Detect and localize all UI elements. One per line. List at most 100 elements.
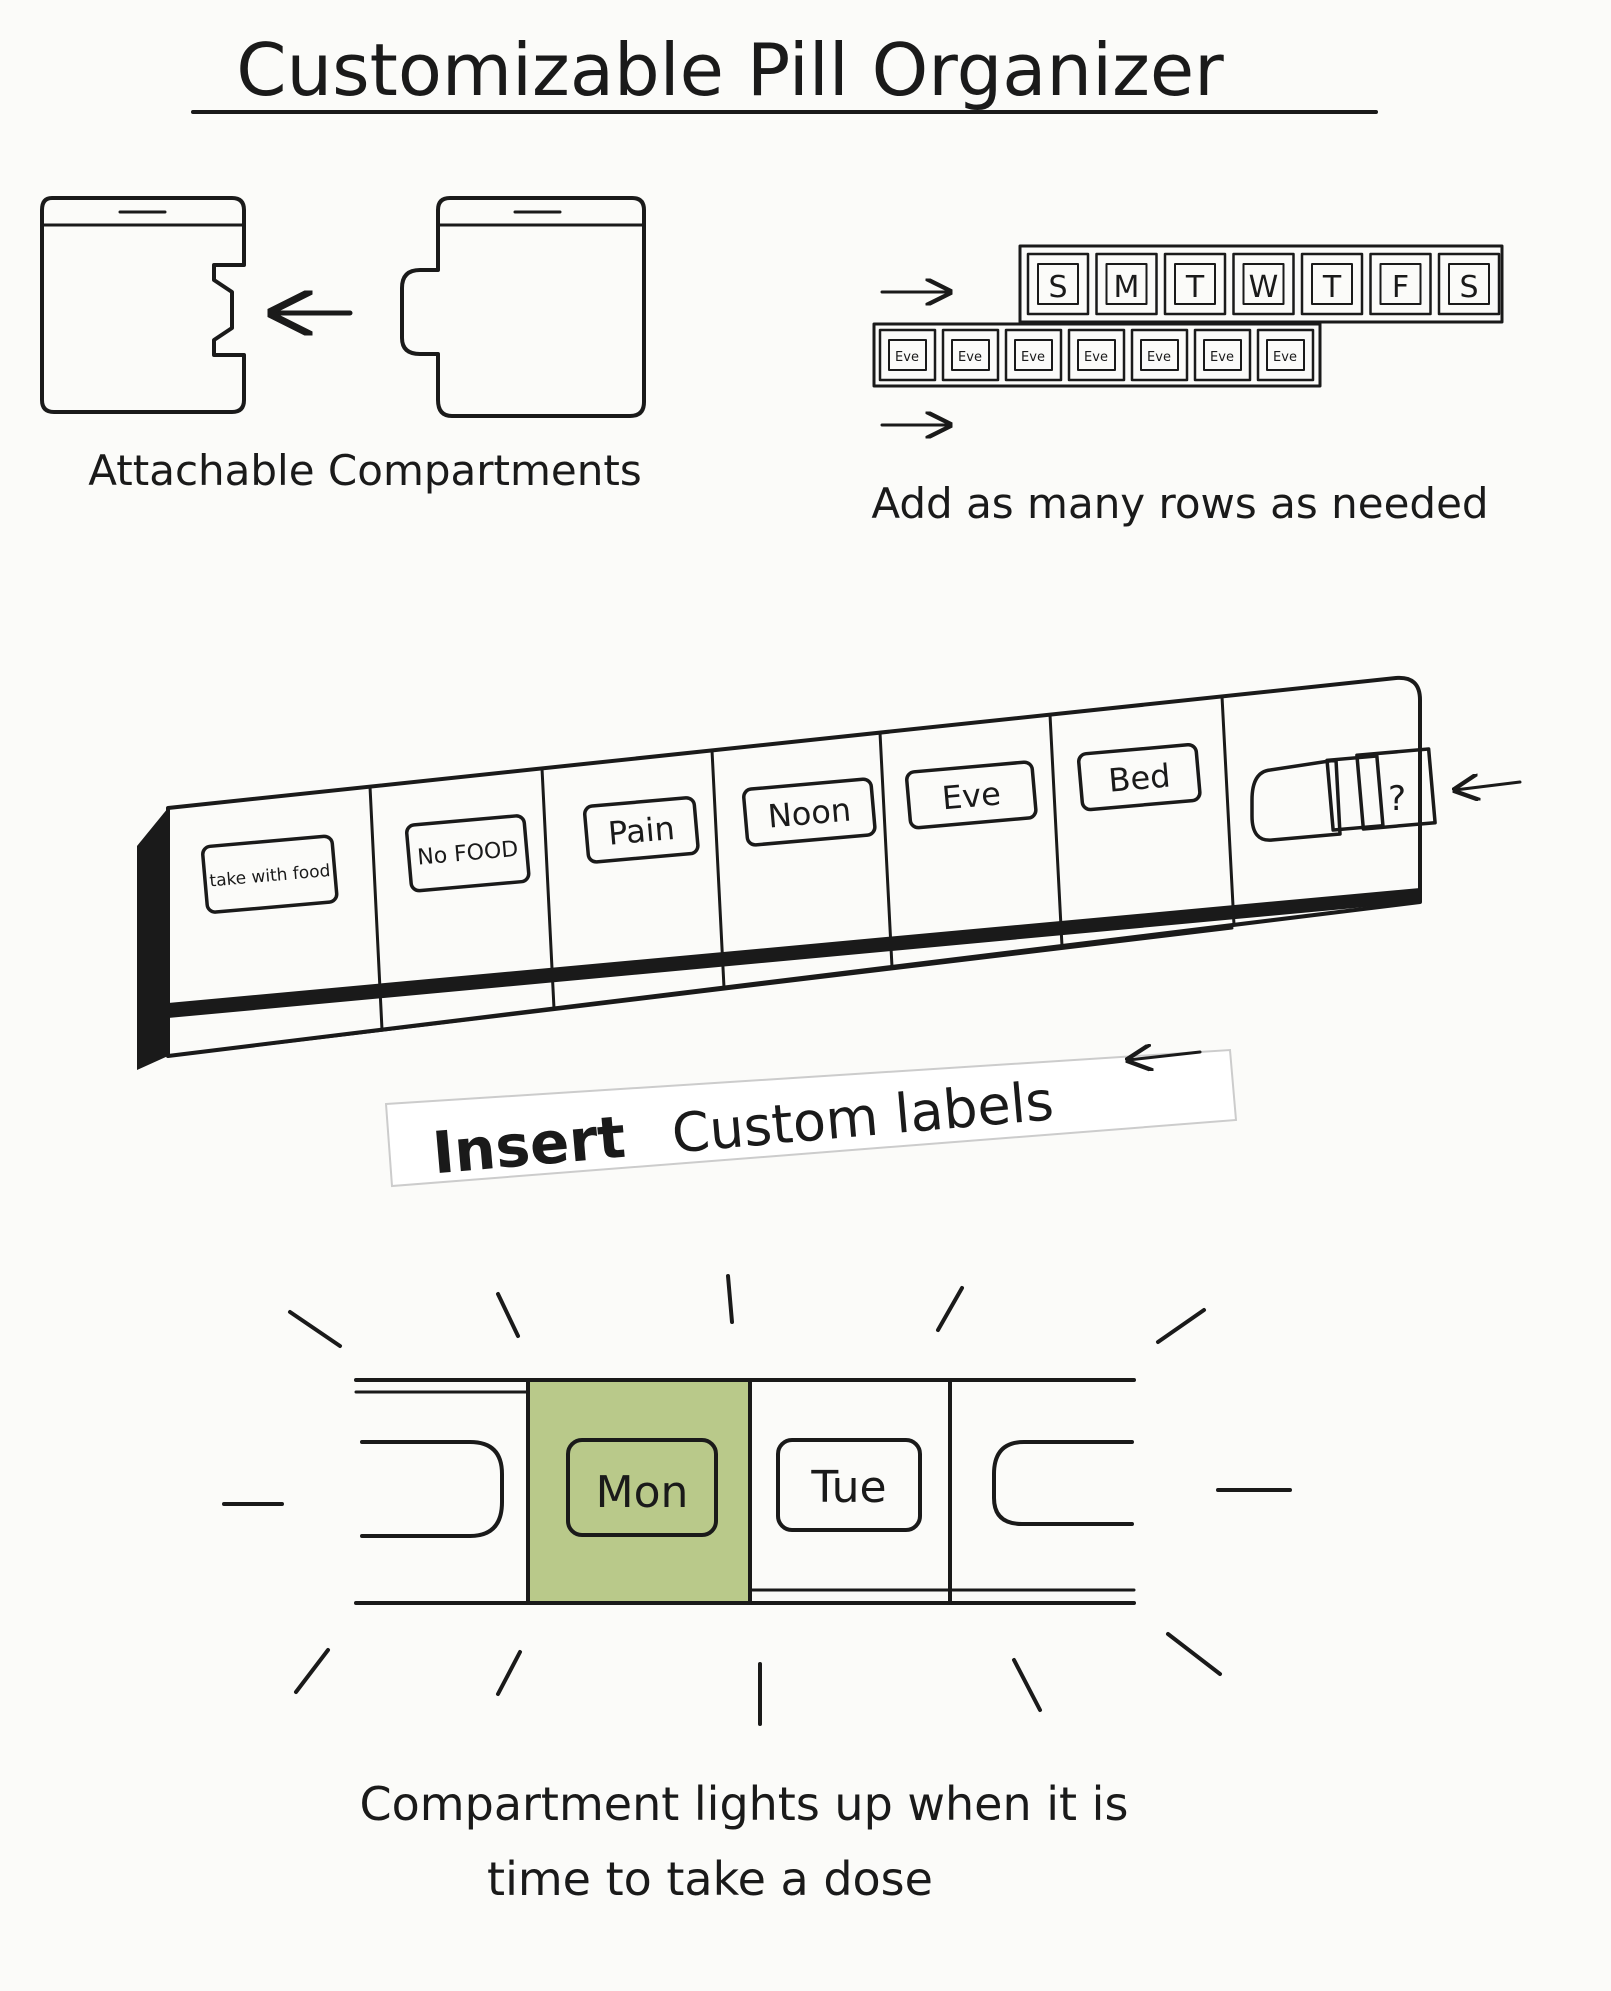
caption-lights-line2: time to take a dose xyxy=(487,1852,933,1906)
eve-label: Eve xyxy=(1273,350,1297,365)
strip-divider xyxy=(710,748,726,990)
compartment-dividers xyxy=(368,694,1236,1032)
label-organizer: take with food No FOOD Pain Noon Eve Bed ? In… xyxy=(137,675,1522,1188)
caption-attachable: Attachable Compartments xyxy=(88,446,641,495)
eve-label: Eve xyxy=(1210,350,1234,365)
eve-cell-inner xyxy=(951,339,990,371)
eve-cell xyxy=(941,328,1000,382)
day-label: F xyxy=(1392,270,1409,305)
day-cell-inner xyxy=(1379,263,1422,305)
day-cell-inner xyxy=(1448,263,1490,305)
day-row xyxy=(1018,244,1504,324)
strip-label: take with food xyxy=(201,834,339,914)
strip-divider xyxy=(878,731,894,969)
page-title: Customizable Pill Organizer xyxy=(236,28,1224,112)
compartment-left xyxy=(40,196,246,414)
strip-label-text: Eve xyxy=(940,774,1002,817)
eve-label: Eve xyxy=(958,350,982,365)
day-cell-inner xyxy=(1311,263,1353,305)
eve-label: Eve xyxy=(1084,350,1108,365)
label-card xyxy=(384,1048,1238,1188)
day-label: T xyxy=(1322,270,1342,305)
eve-cell xyxy=(1130,328,1189,382)
light-rays xyxy=(222,1274,1292,1726)
day-cell xyxy=(1300,252,1364,316)
strip-label: Eve xyxy=(905,760,1038,830)
day-cell xyxy=(1095,252,1158,316)
strip-label: No FOOD xyxy=(405,814,531,893)
day-cell xyxy=(1437,252,1501,316)
label-tue: Tue xyxy=(810,1462,886,1513)
label-mon: Mon xyxy=(596,1467,689,1518)
eve-cell xyxy=(1067,328,1126,382)
strip-label: Pain xyxy=(582,796,700,864)
strip-divider xyxy=(1220,694,1236,927)
day-cell xyxy=(1163,252,1227,316)
eve-label: Eve xyxy=(1021,350,1045,365)
tab-mark: ? xyxy=(1388,779,1406,819)
attachable-compartments: Attachable Compartments xyxy=(40,196,646,495)
lit-compartment-diagram: Mon Tue Compartment lights up when it is… xyxy=(222,1274,1292,1906)
day-cell-inner xyxy=(1105,263,1148,305)
day-cell-inner xyxy=(1242,263,1285,305)
eve-cell-inner xyxy=(1077,339,1116,371)
eve-cell-inner xyxy=(1203,339,1242,371)
strip-base-line xyxy=(168,888,1420,1018)
eve-cell xyxy=(1193,328,1252,382)
lit-fill xyxy=(528,1380,750,1602)
label-tue-frame xyxy=(776,1438,922,1532)
strip-side xyxy=(137,808,168,1070)
strip-label-text: Bed xyxy=(1107,757,1172,800)
strip-label: Bed xyxy=(1077,743,1202,812)
window-left xyxy=(360,1440,504,1538)
day-cell xyxy=(1369,252,1432,316)
eve-label: Eve xyxy=(895,350,919,365)
eve-row xyxy=(872,322,1322,388)
eve-cell-inner xyxy=(1014,339,1053,371)
eve-cell xyxy=(878,328,937,382)
day-cell xyxy=(1232,252,1295,316)
strip-label-text: take with food xyxy=(209,861,332,891)
caption-rows: Add as many rows as needed xyxy=(871,479,1488,528)
day-cell-inner xyxy=(1037,263,1079,305)
strip-label-frame xyxy=(742,777,877,847)
arrow-insert xyxy=(1455,782,1522,790)
strip-label-text: Noon xyxy=(766,791,852,836)
rows-diagram: S M T W T F S Eve Eve Eve Eve Eve Eve Eve Add as man… xyxy=(871,244,1504,528)
strip-label-text: No FOOD xyxy=(416,837,519,871)
window-right xyxy=(992,1440,1134,1526)
eve-cell xyxy=(1256,328,1315,382)
strip-label-text: Pain xyxy=(607,809,677,853)
eve-cell xyxy=(1004,328,1063,382)
day-cell xyxy=(1026,252,1090,316)
strip-divider xyxy=(540,766,556,1011)
eve-cell-inner xyxy=(888,339,927,371)
strip-front xyxy=(166,675,1422,1058)
eve-label: Eve xyxy=(1147,350,1171,365)
label-insert-tab: ? xyxy=(1250,747,1437,842)
day-label: M xyxy=(1114,270,1140,305)
day-label: W xyxy=(1249,270,1279,305)
strip-label-frame xyxy=(905,760,1038,830)
day-label: T xyxy=(1185,270,1205,305)
day-label: S xyxy=(1048,270,1067,305)
compartment-right xyxy=(400,196,646,418)
day-cell-inner xyxy=(1174,263,1216,305)
label-mon-frame xyxy=(566,1438,718,1537)
strip-divider xyxy=(368,785,384,1032)
strip-label-frame xyxy=(1077,743,1202,812)
strip-label-frame xyxy=(201,834,339,914)
caption-lights-line1: Compartment lights up when it is xyxy=(360,1777,1129,1831)
arrow-card xyxy=(1128,1052,1202,1060)
eve-cell-inner xyxy=(1266,339,1305,371)
strip-label-frame xyxy=(405,814,531,893)
eve-cells: Eve Eve Eve Eve Eve Eve Eve xyxy=(878,328,1315,382)
strip-label-frame xyxy=(582,796,700,864)
day-label: S xyxy=(1459,270,1478,305)
eve-cell-inner xyxy=(1140,339,1179,371)
strip-divider xyxy=(1048,713,1064,948)
caption-insert: Insert xyxy=(430,1103,628,1188)
